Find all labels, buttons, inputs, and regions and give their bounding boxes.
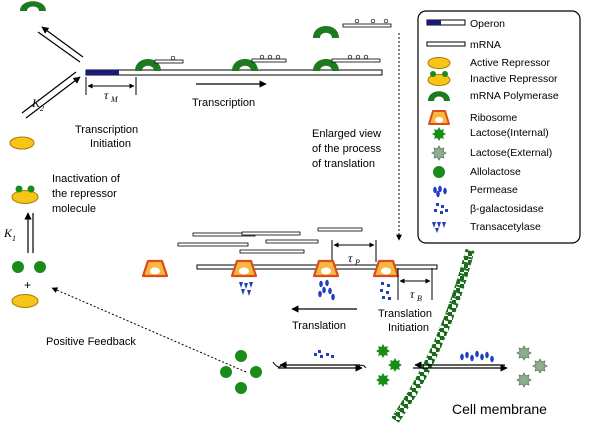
svg-text:2: 2 <box>40 104 44 113</box>
legend-label-permease: Permease <box>470 184 518 196</box>
legend-label-mrna-polymerase: mRNA Polymerase <box>470 90 559 102</box>
inactive-repressor-left <box>11 185 39 204</box>
legend-mrna-icon <box>426 41 466 47</box>
plus-sign: + <box>24 278 31 292</box>
svg-text:M: M <box>110 95 119 104</box>
cell-membrane-label: Cell membrane <box>452 401 547 417</box>
lactose-to-allolactose-reaction <box>272 350 367 372</box>
transcription-initiation-label-line1: Transcription <box>75 124 138 136</box>
legend-polymerase-icon <box>428 91 450 101</box>
transacetylase-cluster <box>239 282 253 296</box>
enlarged-view-label-line1: Enlarged view <box>312 128 381 140</box>
ribosome-on-mrna-2 <box>312 259 340 278</box>
legend-lactose-internal-icon <box>432 127 446 141</box>
lactose-internal-star <box>376 344 390 358</box>
svg-text:K: K <box>3 226 13 240</box>
legend-label-ribosome: Ribosome <box>470 112 517 124</box>
legend-label-active-repressor: Active Repressor <box>470 57 550 69</box>
allolactose-cluster-bottom <box>220 350 262 394</box>
inactivation-label-line3: molecule <box>52 203 96 215</box>
transcription-initiation-label-line2: Initiation <box>90 138 131 150</box>
translation-label: Translation <box>292 320 346 332</box>
released-mrna-1 <box>342 18 392 28</box>
lactose-external-star <box>516 345 532 361</box>
legend-inactive-repressor-icon <box>427 71 451 86</box>
lactose-internal-star <box>388 358 402 372</box>
free-ribosome <box>141 259 169 278</box>
operon-promoter <box>86 70 119 75</box>
enlarged-view-label-line2: of the process <box>312 143 382 155</box>
lactose-internal-cluster <box>376 344 402 387</box>
lactose-transport-reaction <box>413 350 508 372</box>
lactose-external-cluster <box>516 345 548 388</box>
lactose-external-star <box>532 358 548 374</box>
legend-label-inactive-repressor: Inactive Repressor <box>470 73 558 85</box>
k1-equilibrium-arrows <box>24 212 34 253</box>
inactivation-label-line2: the repressor <box>52 188 117 200</box>
svg-text:τ: τ <box>410 287 415 301</box>
polymerase-on-operon-3 <box>313 54 381 71</box>
k1-label: K 1 <box>3 226 16 243</box>
translation-initiation-label-line1: Translation <box>378 308 432 320</box>
allolactose-left-1 <box>12 261 24 273</box>
svg-text:K: K <box>31 96 41 110</box>
legend-operon-icon <box>426 19 466 26</box>
ribosome-on-mrna-1 <box>230 259 258 278</box>
released-polymerase <box>313 26 339 38</box>
free-mrna-strands <box>177 227 363 254</box>
legend-label-mrna: mRNA <box>470 39 501 51</box>
beta-galactosidase-cluster <box>380 282 391 300</box>
inactivation-label-line1: Inactivation of <box>52 173 121 185</box>
legend-label-lactose-external: Lactose(External) <box>470 147 552 159</box>
lactose-external-star <box>431 145 447 161</box>
legend-label-lactose-internal: Lactose(Internal) <box>470 127 549 139</box>
legend-lactose-external-icon <box>431 145 447 161</box>
k2-label: K 2 <box>31 96 44 113</box>
legend-label-operon: Operon <box>470 18 505 30</box>
active-repressor-left <box>11 294 39 308</box>
transcription-label: Transcription <box>192 97 255 109</box>
active-repressor-k2 <box>9 136 35 150</box>
translation-initiation-label-line2: Initiation <box>388 322 429 334</box>
legend-ribosome-icon <box>428 110 450 125</box>
positive-feedback-arrow <box>51 287 247 373</box>
permease-cluster <box>318 279 335 301</box>
tau-p-marker: τ P <box>331 240 377 267</box>
svg-text:τ: τ <box>348 251 353 265</box>
legend-label-allolactose: Allolactose <box>470 166 521 178</box>
svg-text:B: B <box>417 294 422 303</box>
enlarged-view-label-line3: of translation <box>312 158 375 170</box>
svg-text:τ: τ <box>104 88 109 102</box>
legend-beta-galactosidase-icon <box>434 203 448 214</box>
tau-b-marker: τ B <box>397 268 433 303</box>
legend-allolactose-icon <box>433 166 445 178</box>
svg-text:1: 1 <box>12 234 16 243</box>
legend-permease-icon <box>433 185 447 198</box>
lactose-external-star <box>516 372 532 388</box>
free-polymerase-top-left <box>20 1 46 11</box>
lactose-internal-star <box>432 127 446 141</box>
positive-feedback-label: Positive Feedback <box>46 336 136 348</box>
ribosome-on-mrna-3 <box>372 259 400 278</box>
legend-box: Operon mRNA Active Repressor Inactive Re… <box>417 10 581 244</box>
lactose-internal-star <box>376 373 390 387</box>
legend-label-beta-galactosidase: β-galactosidase <box>470 203 544 215</box>
tau-m-marker: τ M <box>85 77 137 104</box>
allolactose-left-2 <box>34 261 46 273</box>
k2-equilibrium-arrows <box>21 26 84 119</box>
legend-active-repressor-icon <box>427 57 451 69</box>
legend-transacetylase-icon <box>432 222 446 233</box>
svg-text:P: P <box>354 258 360 267</box>
legend-label-transacetylase: Transacetylase <box>470 221 541 233</box>
polymerase-on-operon-1 <box>135 55 184 71</box>
polymerase-on-operon-2 <box>232 54 287 71</box>
